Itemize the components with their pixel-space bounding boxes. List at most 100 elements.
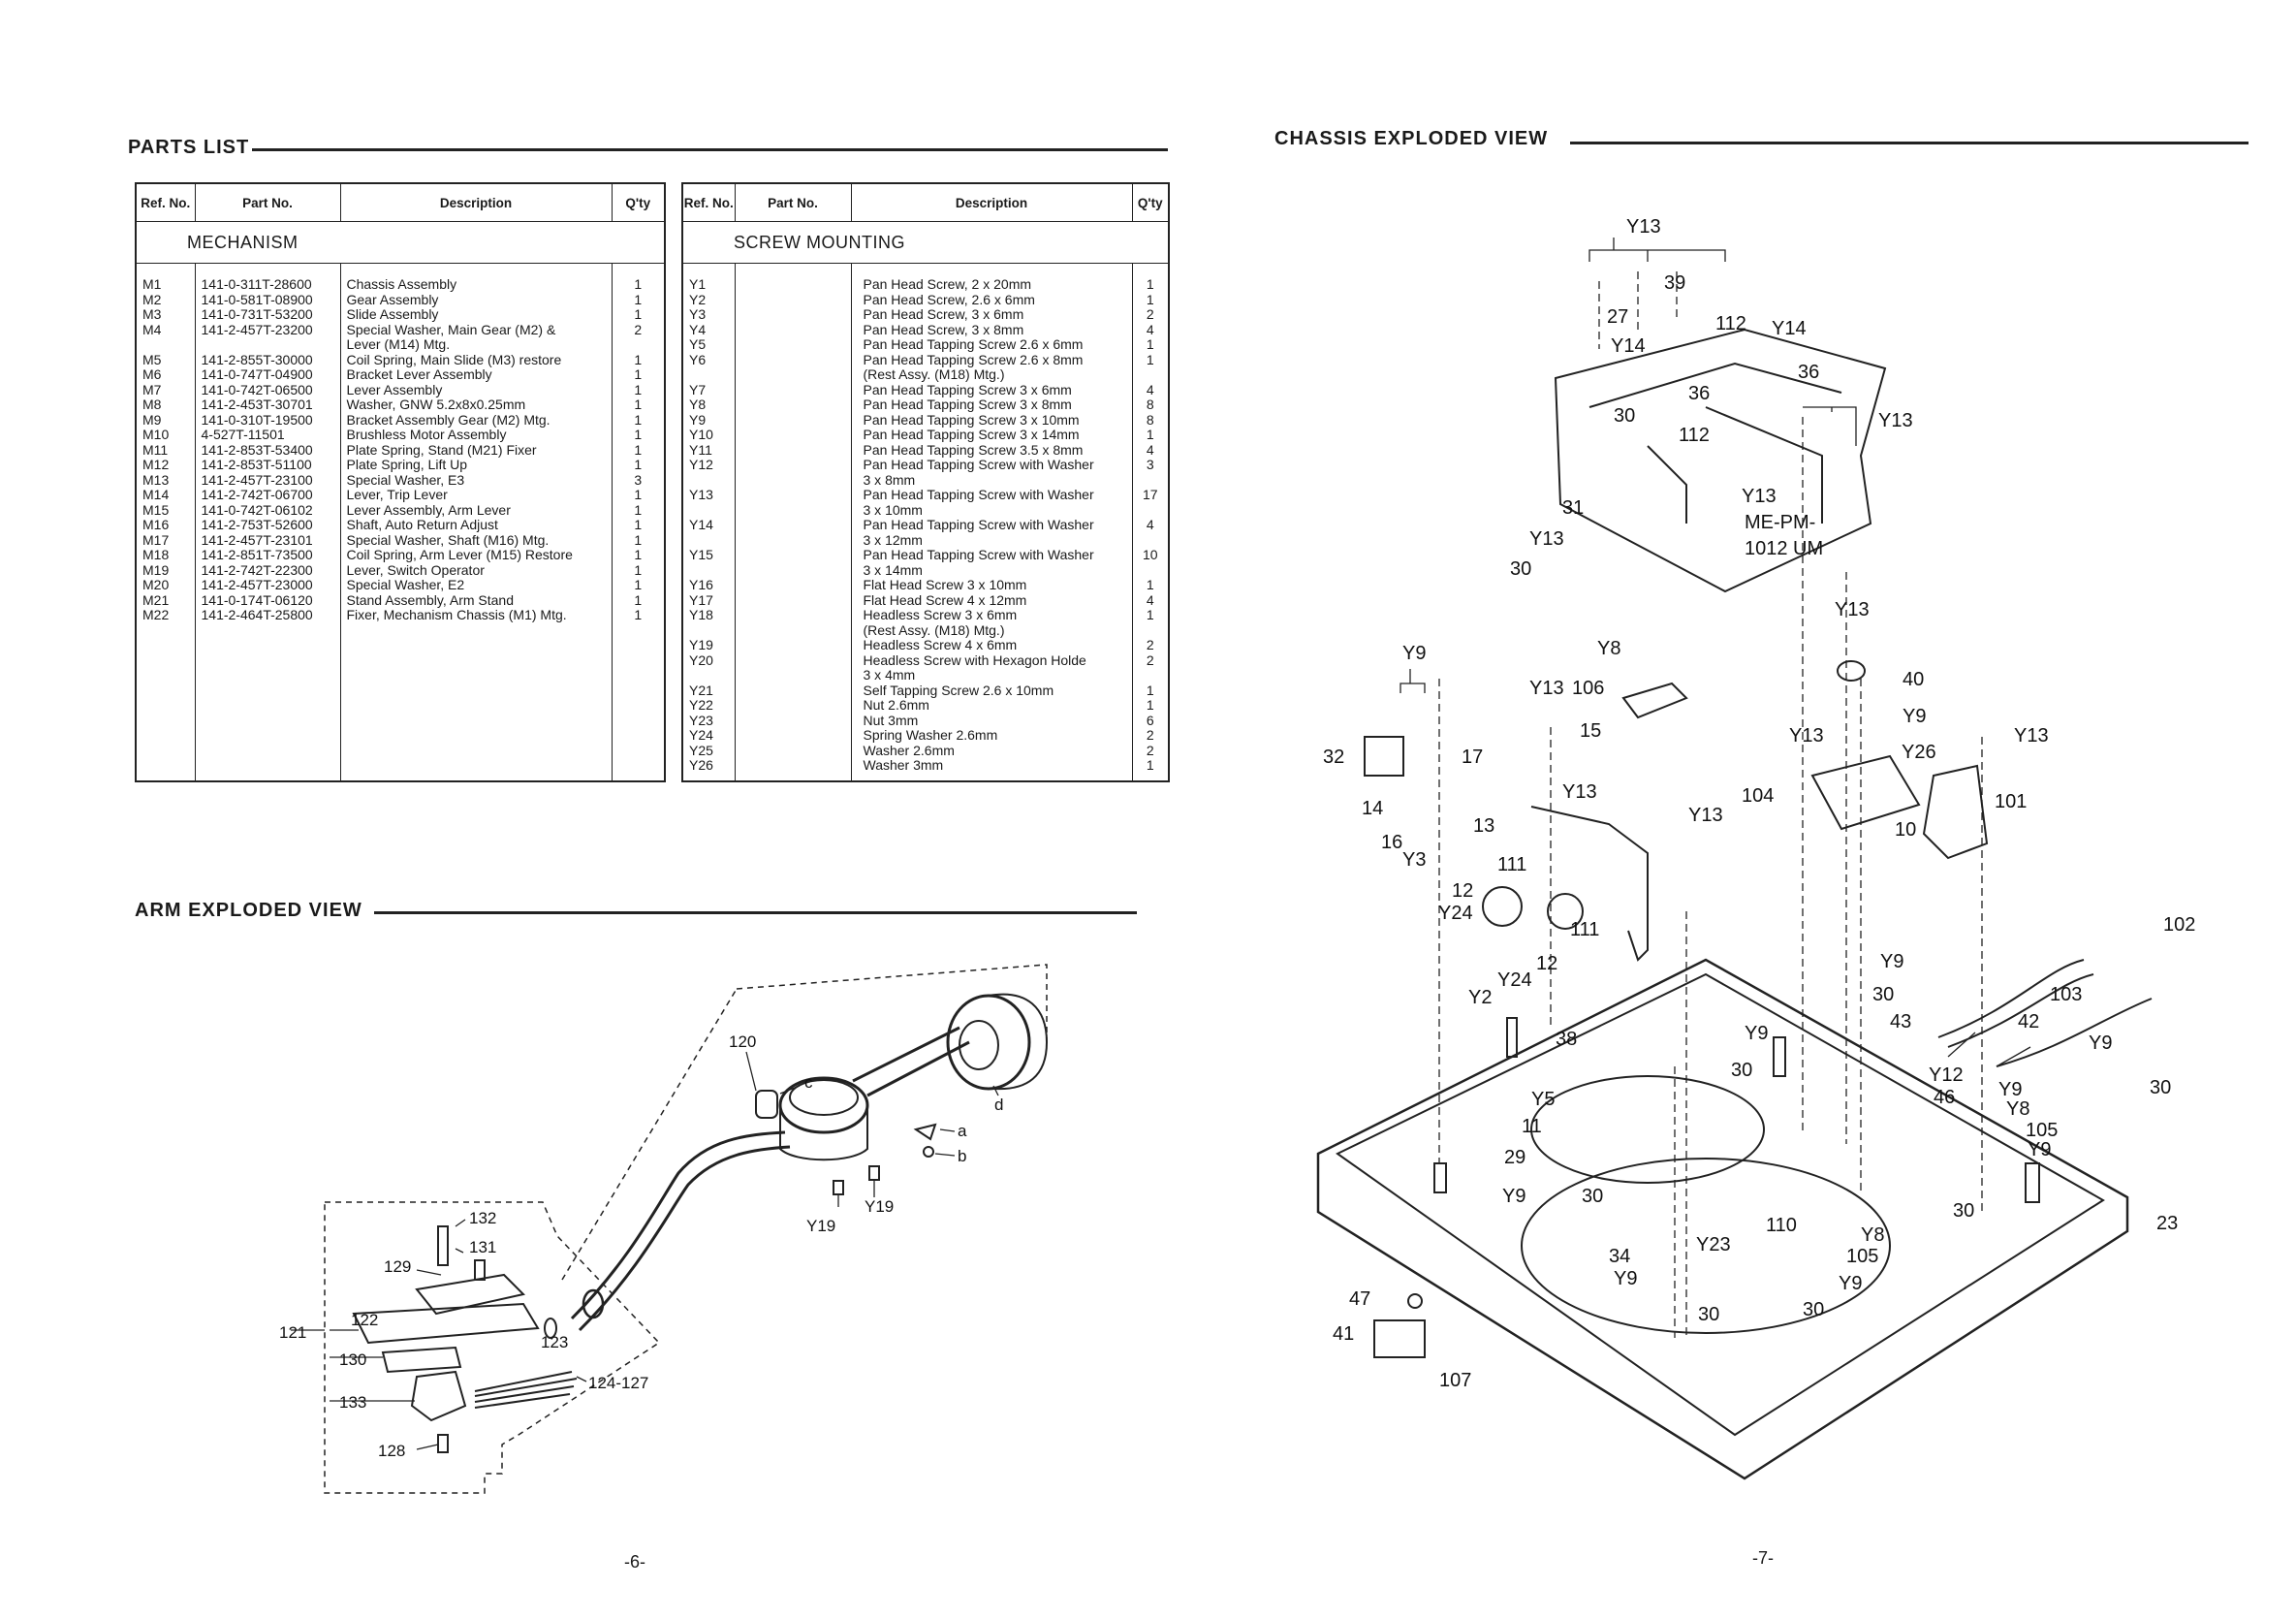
desc-cell: Flat Head Screw 3 x 10mm <box>863 577 1027 592</box>
desc-cell: Stand Assembly, Arm Stand <box>346 591 515 608</box>
label-111-top: 111 <box>1497 854 1526 875</box>
qty-cell: 1 <box>634 411 643 428</box>
label-40: 40 <box>1903 669 1924 690</box>
label-y9-g: Y9 <box>2028 1139 2051 1160</box>
label-1012um: 1012 UM <box>1745 538 1823 559</box>
screw-mounting-table: Ref. No. Part No. Description Q'ty SCREW… <box>681 182 1170 782</box>
ref-cell: M17 <box>142 531 170 548</box>
desc-cell: (Rest Assy. (M18) Mtg.) <box>863 621 1005 638</box>
desc-cell: Plate Spring, Stand (M21) Fixer <box>346 441 537 458</box>
label-y24-bottom: Y24 <box>1497 969 1532 991</box>
qty-cell: 1 <box>634 591 643 608</box>
desc-cell: Pan Head Screw, 2.6 x 6mm <box>863 291 1035 307</box>
label-13: 13 <box>1473 815 1494 837</box>
desc-cell: Nut 3mm <box>863 712 919 728</box>
label-30-h: 30 <box>1698 1304 1719 1325</box>
qty-cell: 1 <box>634 501 643 518</box>
ref-cell: M7 <box>142 381 162 397</box>
label-34: 34 <box>1609 1246 1630 1267</box>
ref-cell: Y5 <box>689 336 707 352</box>
group-label-screw-mounting: SCREW MOUNTING <box>681 221 1170 264</box>
qty-cell: 10 <box>1142 547 1158 562</box>
chassis-exploded-view-title: CHASSIS EXPLODED VIEW <box>1274 128 1549 149</box>
label-36-right: 36 <box>1798 362 1819 383</box>
qty-cell: 1 <box>1146 291 1154 307</box>
ref-cell: Y15 <box>689 547 713 562</box>
ref-cell: M21 <box>142 591 170 608</box>
desc-cell: Pan Head Tapping Screw 3.5 x 8mm <box>863 441 1084 458</box>
label-39: 39 <box>1664 272 1685 294</box>
qty-cell: 4 <box>1146 441 1154 458</box>
desc-cell: Lever (M14) Mtg. <box>346 336 451 352</box>
ref-cell: M4 <box>142 321 162 337</box>
qty-cell: 1 <box>634 397 643 412</box>
qty-cell: 1 <box>634 561 643 578</box>
label-32: 32 <box>1323 746 1344 768</box>
part-cell: 141-2-853T-53400 <box>201 441 313 458</box>
part-cell: 141-0-581T-08900 <box>201 291 313 307</box>
label-12-top: 12 <box>1452 880 1473 902</box>
part-cell: 141-2-453T-30701 <box>201 397 313 412</box>
qty-cell: 3 <box>1146 457 1154 472</box>
desc-cell: Pan Head Tapping Screw with Washer <box>863 517 1094 532</box>
col-qty: Q'ty <box>611 182 666 222</box>
label-16: 16 <box>1381 832 1402 853</box>
ref-cell: Y19 <box>689 637 713 652</box>
part-cell: 141-0-311T-28600 <box>201 276 312 292</box>
ref-cell: Y3 <box>689 306 707 322</box>
part-cell: 141-2-853T-51100 <box>201 457 312 472</box>
label-11: 11 <box>1522 1116 1542 1137</box>
part-cell: 141-2-742T-06700 <box>201 487 313 502</box>
label-y13-g: Y13 <box>1562 781 1597 803</box>
qty-cell: 4 <box>1146 517 1154 532</box>
qty-cell: 1 <box>1146 682 1154 698</box>
label-104: 104 <box>1742 785 1774 807</box>
arm-exploded-view-title: ARM EXPLODED VIEW <box>135 900 362 921</box>
label-110: 110 <box>1766 1215 1797 1236</box>
label-y5: Y5 <box>1531 1089 1555 1110</box>
part-cell: 141-2-855T-30000 <box>201 351 313 367</box>
label-y13-right: Y13 <box>1878 410 1913 431</box>
desc-cell: Bracket Lever Assembly <box>346 366 492 382</box>
group-label-mechanism: MECHANISM <box>135 221 666 264</box>
part-cell: 141-2-851T-73500 <box>201 547 313 562</box>
label-102: 102 <box>2163 914 2195 936</box>
label-30-f: 30 <box>1582 1186 1603 1207</box>
ref-cell: Y20 <box>689 651 713 668</box>
col-qty: Q'ty <box>1131 182 1170 222</box>
label-105-right: 105 <box>2026 1120 2058 1141</box>
label-131: 131 <box>469 1238 496 1256</box>
ref-cell: Y25 <box>689 742 713 758</box>
label-30-c: 30 <box>1872 984 1894 1005</box>
label-y9-e: Y9 <box>1745 1023 1768 1044</box>
desc-cell: (Rest Assy. (M18) Mtg.) <box>863 366 1005 382</box>
desc-cell: Pan Head Tapping Screw 3 x 6mm <box>863 381 1072 397</box>
ref-cell: M18 <box>142 547 170 562</box>
qty-cell: 2 <box>1146 727 1154 743</box>
part-cell: 141-0-742T-06500 <box>201 381 313 397</box>
part-cell: 141-2-753T-52600 <box>201 517 313 532</box>
label-30-a: 30 <box>1614 405 1635 427</box>
desc-cell: Headless Screw with Hexagon Holde <box>863 651 1086 668</box>
label-y24-top: Y24 <box>1438 903 1473 924</box>
ref-cell: Y18 <box>689 607 713 622</box>
label-30-b: 30 <box>1510 558 1531 580</box>
desc-cell: Lever Assembly, Arm Lever <box>346 501 511 518</box>
label-17: 17 <box>1462 746 1483 768</box>
label-y9-i: Y9 <box>1614 1268 1637 1289</box>
label-c: c <box>804 1073 813 1092</box>
label-120: 120 <box>729 1032 756 1051</box>
ref-cell: Y17 <box>689 591 713 608</box>
qty-cell: 4 <box>1146 591 1154 608</box>
label-y13-e: Y13 <box>1789 725 1824 746</box>
desc-cell: Washer, GNW 5.2x8x0.25mm <box>346 397 526 412</box>
label-41: 41 <box>1333 1323 1354 1345</box>
label-y9-c: Y9 <box>1880 951 1903 972</box>
label-122: 122 <box>351 1311 378 1329</box>
label-y13-h: Y13 <box>1688 805 1723 826</box>
label-101: 101 <box>1995 791 2027 812</box>
label-38: 38 <box>1556 1029 1577 1050</box>
ref-cell: Y9 <box>689 411 707 428</box>
